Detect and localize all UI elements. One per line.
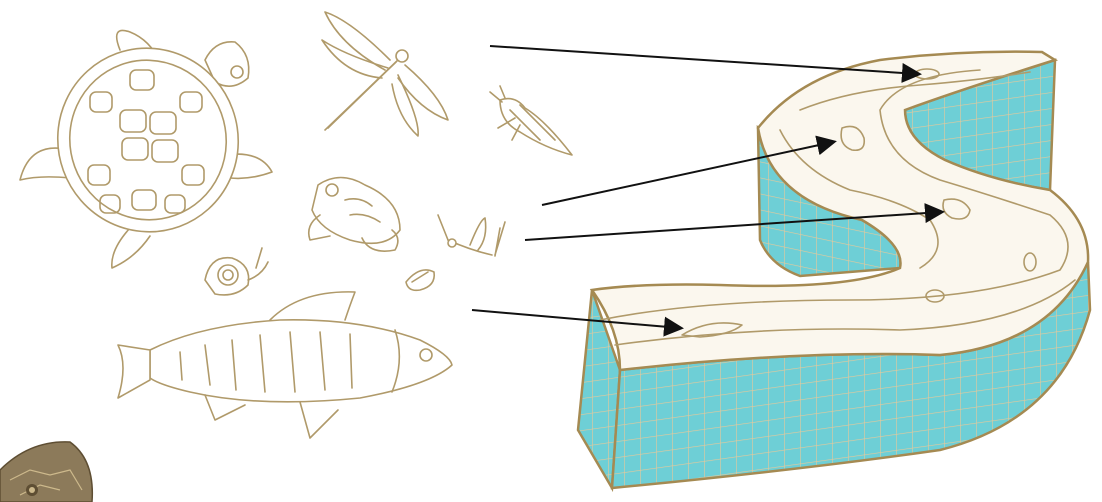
arrow-mayfly-to-riffle [524, 203, 945, 241]
perch-fish-icon [117, 291, 453, 439]
arrow-fish-to-bank [471, 309, 684, 337]
habitat-spot-bank [681, 322, 743, 338]
stream-habitat-block-icon [576, 50, 1092, 493]
clam-icon [405, 269, 436, 292]
arrow-frog-to-pool [541, 135, 837, 206]
dragonfly-icon [321, 11, 449, 137]
habitat-spot-pool [840, 125, 866, 152]
mayfly-icon [437, 214, 506, 257]
mosaic-fragment-icon [0, 441, 94, 502]
frog-icon [307, 176, 401, 252]
water-beetle-larva-icon [489, 85, 573, 156]
block-top-surface [589, 50, 1090, 372]
arrow-dragonfly-to-upper [489, 45, 922, 83]
snail-icon [204, 247, 269, 296]
turtle-icon [19, 29, 273, 269]
